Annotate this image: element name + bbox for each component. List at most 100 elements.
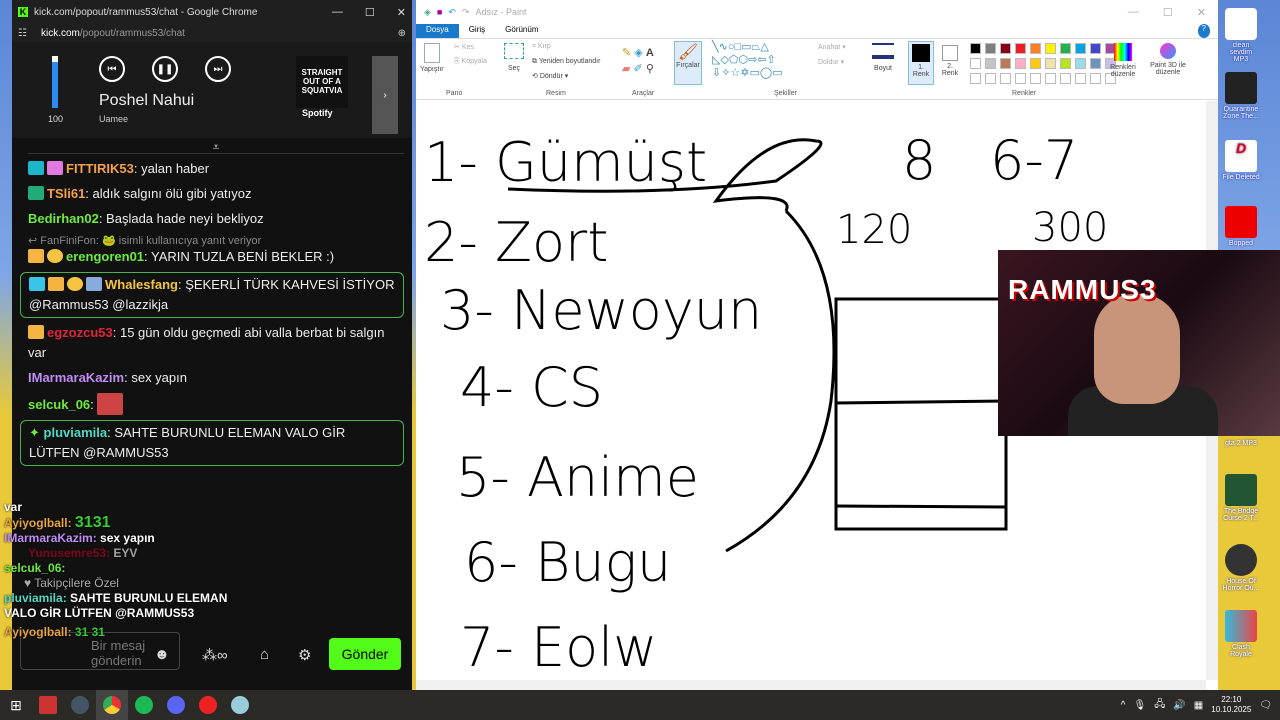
username[interactable]: FITTIRIK53	[66, 161, 134, 176]
palette-custom-slot[interactable]	[1075, 73, 1086, 84]
palette-color[interactable]	[1060, 43, 1071, 54]
desktop-icon[interactable]: House Of Horror Ou...	[1222, 544, 1260, 592]
next-track-icon[interactable]: ⏭	[205, 56, 231, 82]
palette-custom-slot[interactable]	[1060, 73, 1071, 84]
username[interactable]: erengoren01	[66, 249, 145, 264]
tab-file[interactable]: Dosya	[416, 24, 459, 38]
palette-custom-slot[interactable]	[970, 73, 981, 84]
chat-input[interactable]: Bir mesaj gönderin	[20, 632, 180, 670]
taskbar-youtube[interactable]	[192, 690, 224, 720]
username[interactable]: pluviamila	[43, 425, 108, 440]
horizontal-scrollbar[interactable]	[416, 680, 1206, 690]
fill-button[interactable]: Doldur ▾	[818, 59, 845, 66]
taskbar-discord[interactable]	[160, 690, 192, 720]
help-icon[interactable]: ?	[1197, 24, 1210, 38]
palette-color[interactable]	[970, 43, 981, 54]
emoji-icon[interactable]: ☻	[154, 646, 170, 663]
maximize-icon[interactable]: ☐	[1162, 6, 1173, 19]
zoom-icon[interactable]: ⊕	[397, 27, 406, 39]
resize-button[interactable]: ⧉ Yeniden boyutlandır	[532, 58, 601, 65]
palette-custom-slot[interactable]	[1030, 73, 1041, 84]
palette-custom-slot[interactable]	[1090, 73, 1101, 84]
palette-color[interactable]	[1015, 58, 1026, 69]
tray-expand-icon[interactable]: ^	[1120, 699, 1126, 711]
volume-icon[interactable]: 🔊	[1173, 699, 1186, 711]
palette-custom-slot[interactable]	[1015, 73, 1026, 84]
palette-color[interactable]	[1090, 43, 1101, 54]
palette-color[interactable]	[1030, 43, 1041, 54]
pencil-icon[interactable]: ✎	[622, 47, 632, 59]
paste-button[interactable]: Yapıştır	[420, 43, 444, 73]
color2-button[interactable]: 2. Renk	[938, 41, 962, 77]
paint3d-button[interactable]: Paint 3D ile düzenle	[1146, 43, 1190, 76]
taskbar-voicemeeter[interactable]	[32, 690, 64, 720]
desktop-icon[interactable]: clean sevdim MP3	[1222, 8, 1260, 63]
username[interactable]: egzozcu53	[47, 325, 113, 340]
palette-color[interactable]	[1015, 43, 1026, 54]
palette-color[interactable]	[1105, 58, 1116, 69]
desktop-icon[interactable]: gta 2 MP3	[1222, 440, 1260, 447]
palette-color[interactable]	[1075, 43, 1086, 54]
username[interactable]: Bedirhan02	[28, 211, 99, 226]
text-icon[interactable]: A	[645, 47, 654, 59]
maximize-icon[interactable]: ☐	[364, 6, 375, 19]
palette-color[interactable]	[1090, 58, 1101, 69]
address-bar[interactable]: ☷ kick.com/popout/rammus53/chat ⊕	[12, 24, 412, 42]
outline-button[interactable]: Anahat ▾	[818, 44, 846, 51]
palette-custom-slot[interactable]	[1105, 73, 1116, 84]
desktop-icon[interactable]: The Bridge Curse 2 T...	[1222, 474, 1260, 522]
palette-custom-slot[interactable]	[1000, 73, 1011, 84]
fill-icon[interactable]: ◈	[634, 47, 643, 59]
notifications-icon[interactable]: 🗨	[1259, 699, 1272, 711]
save-icon[interactable]: ■	[436, 7, 443, 17]
username[interactable]: Whalesfang	[105, 277, 178, 292]
color1-button[interactable]: 1. Renk	[908, 41, 934, 85]
shapes-gallery[interactable]: ╲∿○□▭⏢△◺◇⬠⬡⇨⇦⇧⇩✧☆✡▭◯▭	[712, 41, 783, 79]
pause-icon[interactable]: ❚❚	[152, 56, 178, 82]
magnifier-icon[interactable]: ⚲	[645, 63, 654, 75]
palette-color[interactable]	[970, 58, 981, 69]
volume-slider[interactable]	[52, 56, 58, 108]
edit-colors-button[interactable]: Renkleri düzenle	[1108, 43, 1138, 78]
media-expand-button[interactable]: ›	[372, 56, 398, 134]
store-icon[interactable]: ⌂	[260, 646, 270, 663]
settings-icon[interactable]: ⚙	[298, 647, 312, 664]
redo-icon[interactable]: ↷	[461, 6, 470, 17]
brushes-button[interactable]: 🖌Fırçalar	[674, 41, 702, 85]
taskbar-chrome[interactable]	[96, 690, 128, 720]
scroll-down-icon[interactable]: ⩡	[28, 140, 404, 154]
previous-track-icon[interactable]: ⏮	[99, 56, 125, 82]
send-button[interactable]: Gönder	[329, 638, 401, 670]
close-icon[interactable]: ✕	[396, 6, 406, 19]
username[interactable]: selcuk_06	[28, 397, 91, 412]
minimize-icon[interactable]: —	[1127, 5, 1139, 18]
palette-color[interactable]	[1000, 58, 1011, 69]
cut-button[interactable]: ✂ Kes	[454, 44, 474, 51]
copy-button[interactable]: ⎘ Kopyala	[454, 58, 487, 65]
palette-color[interactable]	[1045, 58, 1056, 69]
undo-icon[interactable]: ↶	[448, 6, 456, 17]
palette-color[interactable]	[1000, 43, 1011, 54]
close-icon[interactable]: ✕	[1196, 6, 1206, 19]
taskbar-app[interactable]	[64, 690, 96, 720]
palette-custom-slot[interactable]	[1045, 73, 1056, 84]
palette-color[interactable]	[1075, 58, 1086, 69]
palette-color[interactable]	[1030, 58, 1041, 69]
palette-color[interactable]	[985, 58, 996, 69]
eraser-icon[interactable]: ▰	[622, 63, 631, 75]
palette-color[interactable]	[1045, 43, 1056, 54]
palette-color[interactable]	[1060, 58, 1071, 69]
palette-color[interactable]	[985, 43, 996, 54]
palette-custom-slot[interactable]	[985, 73, 996, 84]
taskbar-paint[interactable]	[224, 690, 256, 720]
crop-button[interactable]: ⌗ Kırp	[532, 43, 551, 50]
keyboard-icon[interactable]: ▦	[1193, 699, 1204, 711]
site-settings-icon[interactable]: ☷	[18, 27, 27, 39]
desktop-icon[interactable]: Clash Royale	[1222, 610, 1260, 658]
username[interactable]: TSli61	[47, 186, 86, 201]
minimize-icon[interactable]: —	[331, 5, 343, 18]
rotate-button[interactable]: ⟲ Döndür ▾	[532, 73, 569, 80]
username[interactable]: IMarmaraKazim	[28, 370, 125, 385]
